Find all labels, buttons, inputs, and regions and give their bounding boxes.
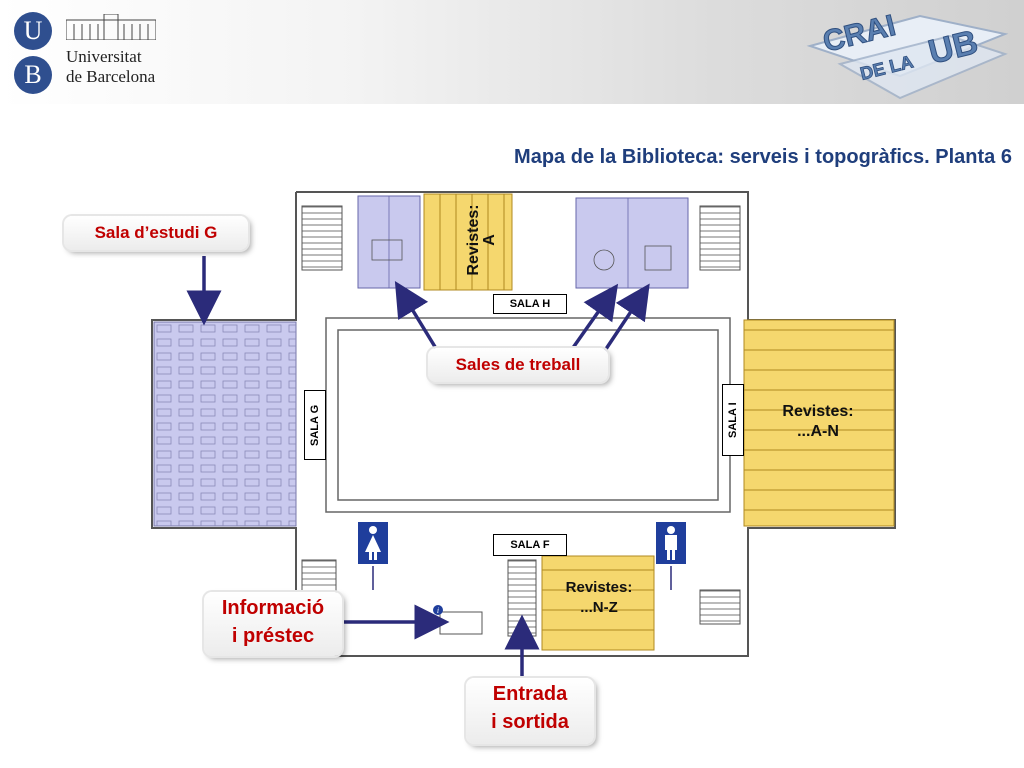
- university-name-line1: Universitat: [66, 47, 142, 66]
- man-toilet-icon: [656, 522, 686, 564]
- ub-logo-u: U: [14, 12, 52, 50]
- info-desk: [439, 611, 483, 635]
- callout-information-line2: i préstec: [231, 625, 315, 647]
- magazines-right-area: [743, 319, 895, 527]
- magazines-bottom-line1: Revistes:: [565, 579, 633, 596]
- work-room-left: [357, 195, 421, 289]
- ub-logo-b: B: [14, 56, 52, 94]
- magazines-top-line1: Revistes:: [465, 204, 482, 276]
- callout-entrance-line2: i sortida: [491, 711, 569, 733]
- callout-entrance-exit: Entrada i sortida: [466, 678, 594, 744]
- magazines-right-label: Revistes: ...A-N: [766, 402, 870, 442]
- page-title: Mapa de la Biblioteca: serveis i topogrà…: [514, 146, 1012, 168]
- info-icon: i: [433, 605, 443, 615]
- work-room-right: [575, 197, 689, 289]
- magazines-bottom-line2: ...N-Z: [580, 599, 618, 616]
- university-name: Universitat de Barcelona: [65, 13, 157, 87]
- magazines-bottom-label: Revistes: ...N-Z: [552, 578, 646, 618]
- study-room-g: [153, 321, 297, 527]
- svg-text:i: i: [437, 606, 439, 615]
- stairs-top-left: [301, 205, 343, 271]
- callout-entrance-line1: Entrada: [492, 683, 568, 705]
- room-label-sala-g: SALA G: [304, 390, 326, 460]
- arrows: [186, 256, 650, 676]
- callout-information-line1: Informació: [221, 597, 325, 619]
- central-courtyard: [337, 329, 719, 501]
- magazines-top-label: Revistes: A: [462, 196, 502, 292]
- callout-study-room-g: Sala d’estudi G: [64, 216, 248, 250]
- crai-ub-logo: CRAI DE LA UB: [806, 9, 1009, 100]
- header-band: U B Universitat de Barcelona CRAI DE LA …: [0, 0, 1024, 104]
- magazines-right-line2: ...A-N: [797, 423, 839, 440]
- magazines-top-line2: A: [481, 234, 498, 246]
- room-label-sala-h: SALA H: [493, 294, 567, 314]
- ub-logo: U B: [14, 12, 54, 96]
- magazines-right-line1: Revistes:: [782, 403, 854, 420]
- arrow-work-room-2: [568, 283, 619, 354]
- arrow-work-room-1: [394, 281, 442, 356]
- woman-toilet-icon: [358, 522, 388, 564]
- stairs-top-right: [699, 205, 741, 271]
- room-label-sala-i: SALA I: [722, 384, 744, 456]
- callout-information-loans: Informació i préstec: [204, 592, 342, 656]
- university-name-line2: de Barcelona: [66, 67, 156, 86]
- stairs-bottom: [507, 559, 537, 637]
- callout-work-rooms: Sales de treball: [428, 348, 608, 382]
- magazines-bottom-area: [541, 555, 655, 651]
- stairs-right: [699, 589, 741, 625]
- room-label-sala-f: SALA F: [493, 534, 567, 556]
- arrow-work-room-3: [602, 283, 650, 353]
- magazines-top-area: [423, 193, 513, 291]
